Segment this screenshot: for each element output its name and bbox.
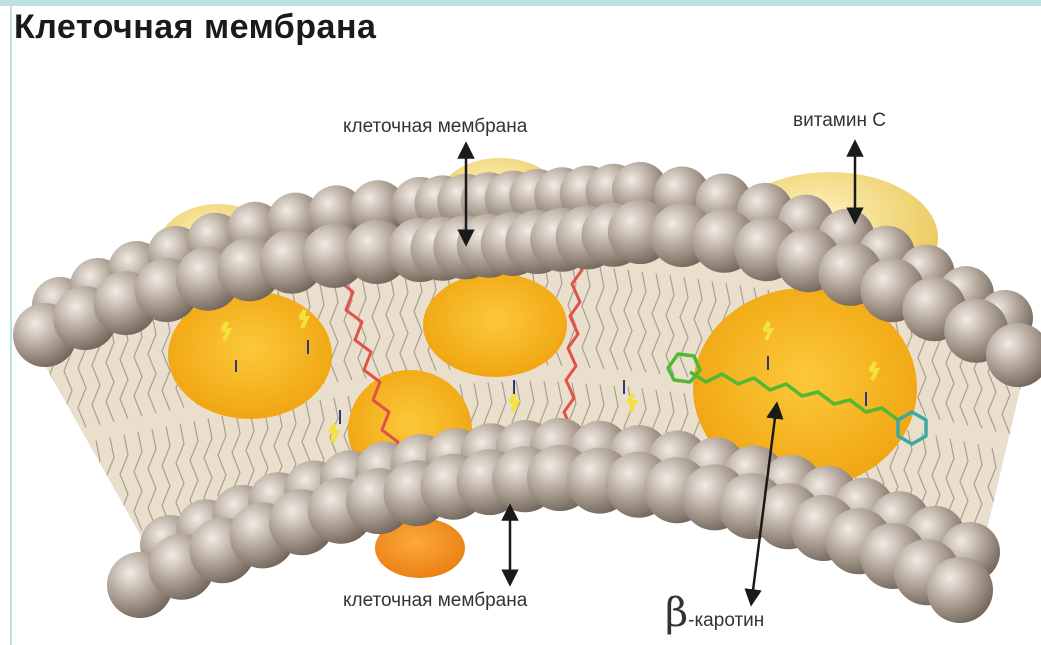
lipid-tail <box>64 446 72 545</box>
beta-symbol: β <box>665 590 688 636</box>
vitamin-e-sphere <box>168 291 332 419</box>
phospholipid-head <box>927 557 993 623</box>
lipid-tail <box>50 449 58 548</box>
label-membrane-top: клеточная мембрана <box>343 116 527 138</box>
label-beta-carotene: β-каротин <box>665 590 764 636</box>
label-membrane-bottom: клеточная мембрана <box>343 590 527 612</box>
beta-label-text: -каротин <box>688 610 764 631</box>
lipid-tail <box>1002 450 1010 549</box>
label-vitamin-c: витамин С <box>793 110 886 132</box>
lipid-tail <box>78 444 86 543</box>
lipid-tail <box>1016 453 1024 552</box>
vitamin-e-sphere <box>423 273 567 377</box>
lipid-tail <box>36 452 44 551</box>
